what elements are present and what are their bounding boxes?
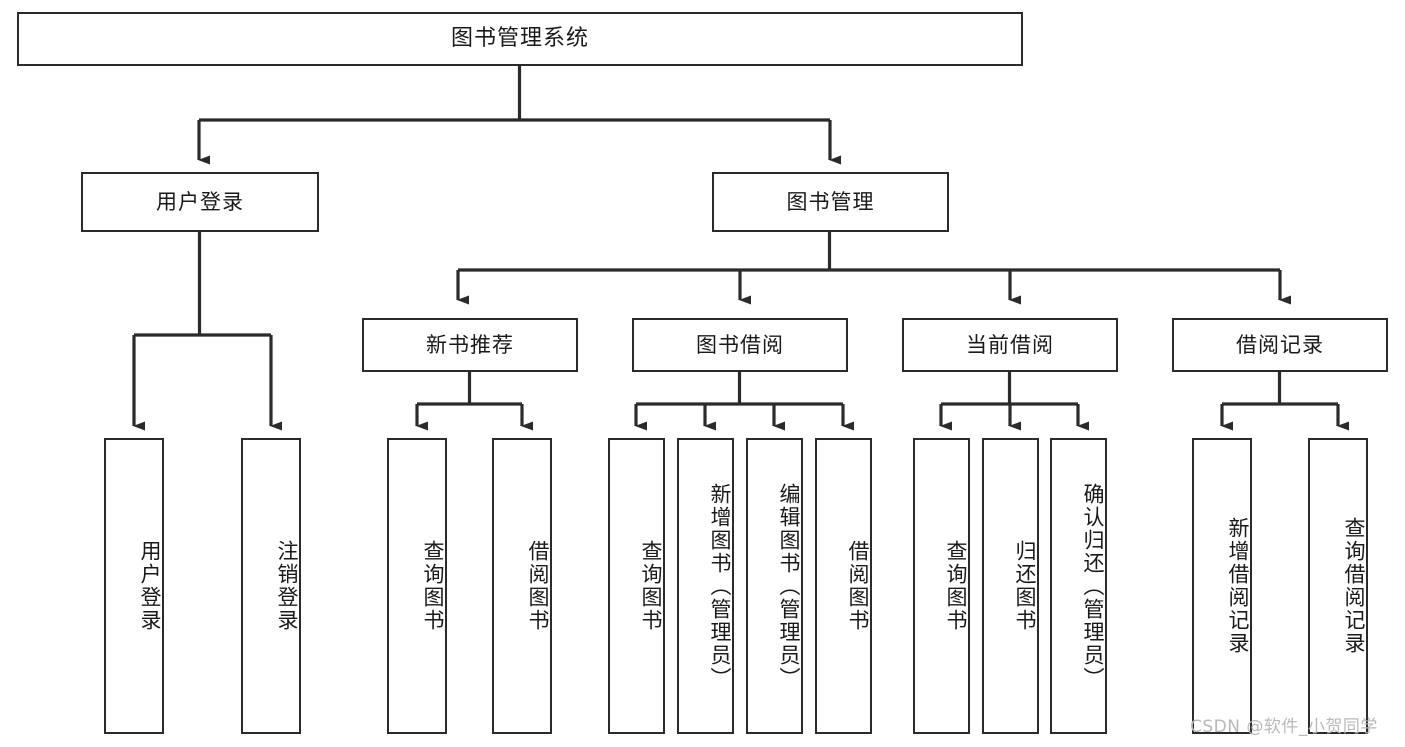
csdn-watermark: CSDN @软件_小贺同学 — [1190, 717, 1378, 737]
node-book-management[interactable]: 图书管理 — [712, 172, 949, 232]
leaf-return-book-label: 归还图书 — [1013, 540, 1037, 632]
leaf-borrow-book-1-label: 借阅图书 — [526, 540, 550, 632]
leaf-confirm-return-label: 确认归还（管理员） — [1081, 482, 1105, 690]
leaf-add-book[interactable]: 新增图书（管理员） — [677, 438, 734, 734]
leaf-borrow-book-2-label: 借阅图书 — [846, 540, 870, 632]
leaf-confirm-return[interactable]: 确认归还（管理员） — [1050, 438, 1107, 734]
node-book-borrow[interactable]: 图书借阅 — [632, 318, 848, 372]
leaf-user-logout[interactable]: 注销登录 — [241, 438, 301, 734]
leaf-return-book[interactable]: 归还图书 — [982, 438, 1039, 734]
leaf-add-book-label: 新增图书（管理员） — [708, 482, 732, 690]
node-root-system[interactable]: 图书管理系统 — [17, 12, 1023, 66]
node-book-borrow-label: 图书借阅 — [696, 332, 784, 357]
leaf-query-book-3[interactable]: 查询图书 — [913, 438, 970, 734]
leaf-edit-book[interactable]: 编辑图书（管理员） — [746, 438, 803, 734]
node-current-borrow[interactable]: 当前借阅 — [902, 318, 1118, 372]
node-root-label: 图书管理系统 — [450, 26, 589, 52]
node-book-management-label: 图书管理 — [786, 189, 875, 214]
leaf-user-logout-label: 注销登录 — [275, 540, 299, 632]
node-borrow-record[interactable]: 借阅记录 — [1172, 318, 1388, 372]
node-new-book-recommend-label: 新书推荐 — [426, 332, 514, 357]
leaf-query-book-2[interactable]: 查询图书 — [608, 438, 665, 734]
leaf-borrow-book-2[interactable]: 借阅图书 — [815, 438, 872, 734]
leaf-query-record-label: 查询借阅记录 — [1342, 517, 1366, 655]
leaf-add-record-label: 新增借阅记录 — [1226, 517, 1250, 655]
leaf-query-book-1-label: 查询图书 — [421, 540, 445, 632]
node-borrow-record-label: 借阅记录 — [1236, 332, 1324, 357]
node-new-book-recommend[interactable]: 新书推荐 — [362, 318, 578, 372]
node-user-login-label: 用户登录 — [156, 189, 244, 214]
leaf-borrow-book-1[interactable]: 借阅图书 — [492, 438, 552, 734]
leaf-edit-book-label: 编辑图书（管理员） — [777, 482, 801, 690]
leaf-add-record[interactable]: 新增借阅记录 — [1192, 438, 1252, 734]
leaf-user-login-label: 用户登录 — [138, 540, 162, 632]
leaf-query-book-1[interactable]: 查询图书 — [387, 438, 447, 734]
leaf-query-book-3-label: 查询图书 — [944, 540, 968, 632]
node-current-borrow-label: 当前借阅 — [966, 332, 1054, 357]
node-user-login[interactable]: 用户登录 — [81, 172, 319, 232]
leaf-query-record[interactable]: 查询借阅记录 — [1308, 438, 1368, 734]
leaf-user-login[interactable]: 用户登录 — [104, 438, 164, 734]
leaf-query-book-2-label: 查询图书 — [639, 540, 663, 632]
